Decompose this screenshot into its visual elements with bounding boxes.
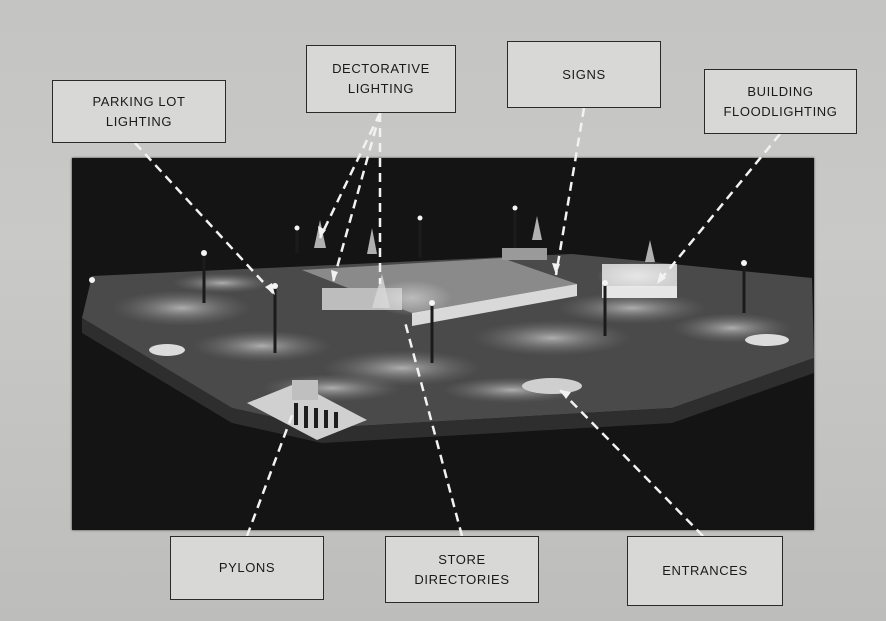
pointer-pylons [245,409,296,537]
light-poles [202,208,746,363]
main-building-front [412,284,577,326]
label-parking-lot-lighting: PARKING LOT LIGHTING [52,80,226,143]
pointer-signs [554,107,586,276]
shopping-center-photo [72,158,814,530]
pointer-store-directories [403,321,464,537]
pointer-parking-lot-lighting [134,142,276,296]
rear-building [502,248,547,260]
decorative-trees [314,216,655,308]
label-entrances: ENTRANCES [627,536,783,606]
entrance-island-center [522,378,582,394]
entrance-island-right [745,334,789,346]
label-decorative-lighting: DECTORATIVE LIGHTING [306,45,456,113]
label-building-floodlighting: BUILDING FLOODLIGHTING [704,69,857,134]
pointer-building-floodlighting [656,133,781,285]
label-pylons: PYLONS [170,536,324,600]
pointer-entrances [559,389,704,537]
lot-front-edge [82,318,814,443]
photo-scene [82,205,814,443]
entrance-island-left [149,344,185,356]
lamp-heads [89,205,747,306]
pointer-decorative-lighting-1 [318,112,382,239]
east-store-front [602,286,677,298]
label-signs: SIGNS [507,41,661,108]
label-store-directories: STORE DIRECTORIES [385,536,539,603]
pylon-trees [294,403,338,428]
pointer-arrowheads [265,226,666,399]
pylon-sign [292,380,318,400]
